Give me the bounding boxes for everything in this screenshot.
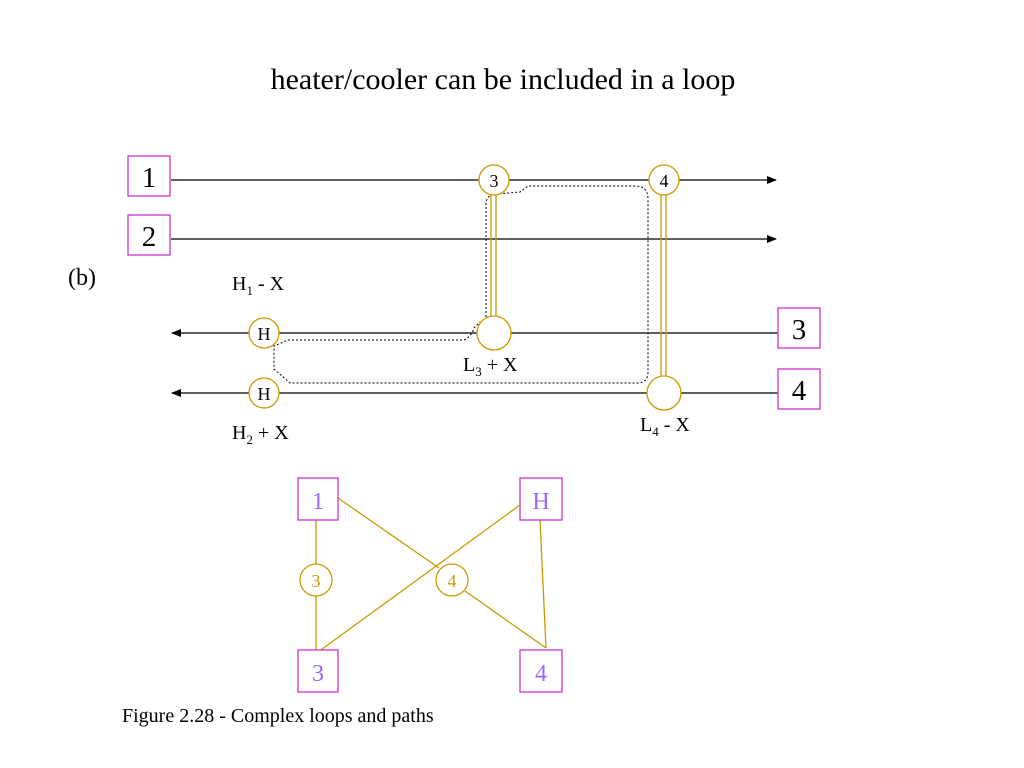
- stream-4-label: 4: [792, 375, 807, 407]
- graph-edge-H-4: [539, 519, 547, 649]
- heater-3-label: H: [258, 324, 271, 344]
- graph-edge-H-3: [317, 504, 521, 653]
- exchanger-3-hot-circle: [478, 164, 510, 196]
- graph-node-3-label: 3: [312, 571, 321, 591]
- duty-label-h1: H1 - X: [232, 273, 285, 298]
- graph-box-4-label: 4: [535, 661, 547, 687]
- exchanger-3-hot-label: 3: [490, 171, 499, 191]
- stream-1-box: [127, 155, 171, 197]
- exchanger-4-hot-circle: [648, 164, 680, 196]
- graph-box-H-label: H: [532, 489, 549, 515]
- slide-title: heater/cooler can be included in a loop: [271, 63, 736, 96]
- graph-box-H: [519, 477, 563, 521]
- duty-label-h2: H2 + X: [232, 422, 289, 447]
- stream-2-box: [127, 214, 171, 256]
- graph-edge-1-4: [337, 497, 440, 569]
- graph-node-4: [435, 563, 469, 597]
- graph-box-4: [519, 649, 563, 693]
- graph-box-1-label: 1: [312, 489, 324, 515]
- loop-path: [273, 185, 649, 384]
- heater-4-label: H: [258, 384, 271, 404]
- stream-3-box: [777, 307, 821, 349]
- network-graph: 1 H 3 4 3 4: [297, 477, 563, 693]
- grid-diagram: 3 4 H H 1 2 3 4 H1 - X L3 + X H2 + X L4 …: [127, 155, 821, 447]
- part-label: (b): [68, 265, 96, 291]
- graph-box-3: [297, 649, 339, 693]
- graph-node-4-label: 4: [448, 571, 457, 591]
- duty-label-l4: L4 - X: [640, 414, 690, 439]
- heater-3-circle: [248, 317, 280, 349]
- graph-box-1: [297, 477, 339, 521]
- exchanger-4-cold-circle: [646, 375, 682, 411]
- exchanger-3-cold-circle: [476, 315, 512, 351]
- stream-2-label: 2: [142, 221, 157, 253]
- stream-1-label: 1: [142, 162, 157, 194]
- graph-node-3: [299, 563, 333, 597]
- graph-edge-4-4: [464, 590, 547, 649]
- stream-3-label: 3: [792, 314, 807, 346]
- figure-caption: Figure 2.28 - Complex loops and paths: [122, 705, 434, 727]
- duty-label-l3: L3 + X: [463, 354, 518, 379]
- stream-4-box: [777, 368, 821, 410]
- graph-box-3-label: 3: [312, 661, 324, 687]
- heater-4-circle: [248, 377, 280, 409]
- exchanger-4-hot-label: 4: [660, 171, 669, 191]
